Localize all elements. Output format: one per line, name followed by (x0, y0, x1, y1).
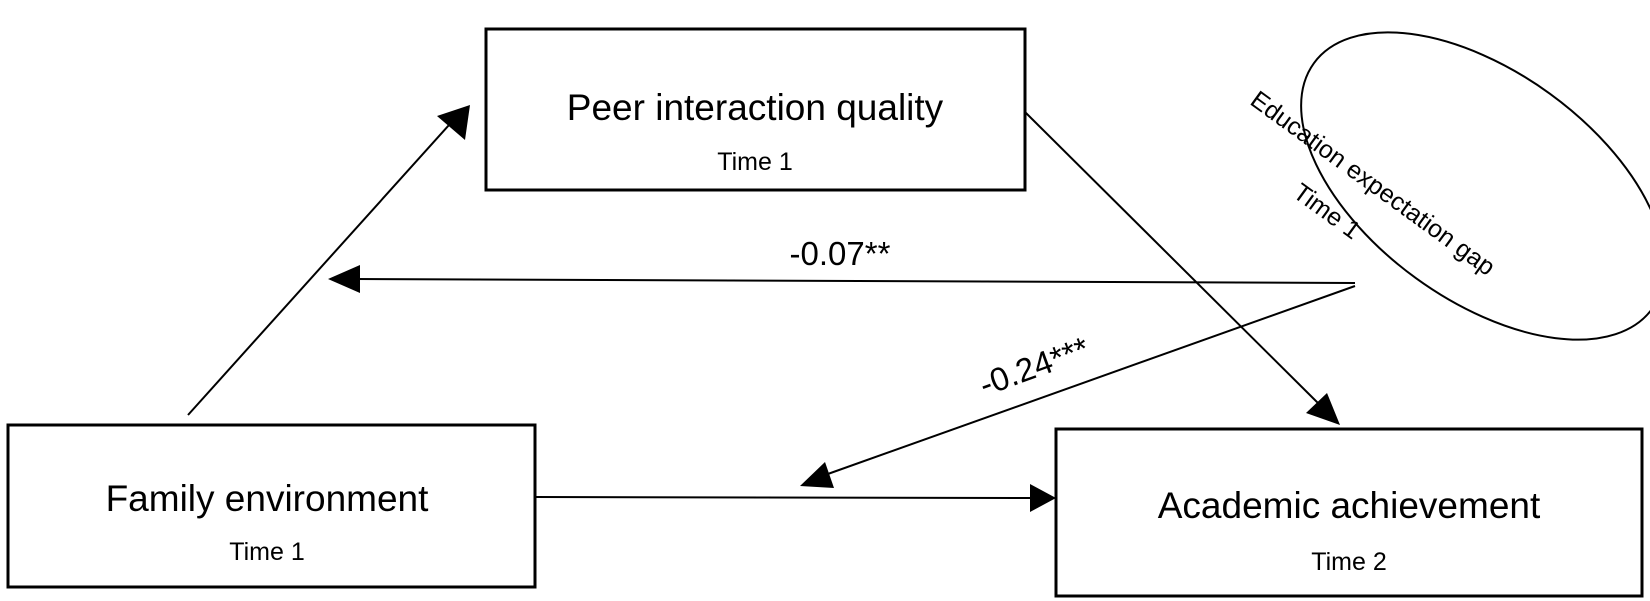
node-academic-title: Academic achievement (1158, 485, 1541, 526)
node-peer-box (484, 27, 1027, 192)
node-family-time: Time 1 (229, 538, 304, 566)
node-academic-box (1054, 427, 1644, 598)
node-moderator-ellipse (1300, 31, 1650, 341)
arrowhead-family-to-peer (437, 105, 470, 140)
node-family-title: Family environment (106, 478, 430, 519)
coefficient-lower-path: -0.24*** (974, 329, 1094, 403)
node-academic-achievement: Academic achievement Time 2 (1054, 427, 1644, 598)
edge-moderator-to-lower-path (824, 285, 1356, 476)
node-academic-time: Time 2 (1311, 548, 1386, 576)
node-family-box (6, 423, 537, 589)
edge-family-to-academic (534, 496, 1031, 499)
node-peer-title: Peer interaction quality (567, 87, 944, 128)
arrowhead-moderator-to-upper-path (328, 265, 360, 293)
coefficient-upper-path: -0.07** (790, 235, 891, 272)
node-education-expectation-gap: Education expectation gap Time 1 (1245, 31, 1650, 341)
node-family-environment: Family environment Time 1 (6, 423, 537, 589)
node-peer-time: Time 1 (717, 148, 792, 176)
edge-moderator-to-upper-path (354, 278, 1356, 284)
node-peer-interaction: Peer interaction quality Time 1 (484, 27, 1027, 192)
edge-family-to-peer (187, 114, 459, 416)
arrowhead-peer-to-academic (1306, 393, 1340, 425)
arrowhead-family-to-academic (1030, 484, 1056, 512)
edge-peer-to-academic (1024, 111, 1326, 411)
arrowhead-moderator-to-lower-path (800, 462, 834, 488)
